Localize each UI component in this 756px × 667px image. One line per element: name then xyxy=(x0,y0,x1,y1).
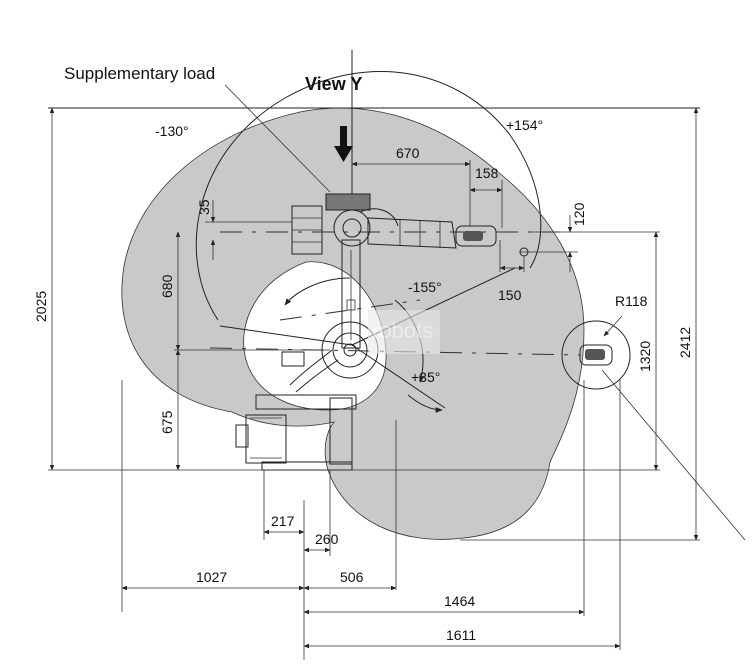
angle-pos154: +154° xyxy=(506,117,543,133)
dim-675: 675 xyxy=(159,410,175,434)
dim-260: 260 xyxy=(315,531,339,547)
dim-217: 217 xyxy=(271,513,295,529)
dim-1027: 1027 xyxy=(196,569,227,585)
dimension-lines xyxy=(48,84,746,660)
dim-506: 506 xyxy=(340,569,364,585)
wrist-home-position xyxy=(579,344,613,366)
dim-1320: 1320 xyxy=(637,341,653,372)
dim-158: 158 xyxy=(475,165,499,181)
view-arc xyxy=(195,71,542,321)
dim-120: 120 xyxy=(571,202,587,226)
watermark-box xyxy=(368,310,440,354)
angle-neg155: -155° xyxy=(408,279,442,295)
dim-1464: 1464 xyxy=(444,593,475,609)
dim-150: 150 xyxy=(498,287,522,303)
wrist-envelope-circle xyxy=(561,320,631,390)
dim-1611: 1611 xyxy=(446,627,476,643)
angle-neg130: -130° xyxy=(155,123,189,139)
dim-680: 680 xyxy=(159,274,175,298)
view-arrow xyxy=(334,126,353,162)
supplementary-load-label: Supplementary load xyxy=(64,64,215,83)
angle-pos35: +35° xyxy=(411,369,440,385)
watermark-text: robots xyxy=(372,318,433,343)
work-envelope xyxy=(121,107,585,540)
dim-35: 35 xyxy=(196,199,212,215)
dim-r118: R118 xyxy=(615,293,648,309)
dim-2412: 2412 xyxy=(677,327,693,358)
dim-2025: 2025 xyxy=(33,291,49,322)
view-y-title: View Y xyxy=(305,74,362,94)
dim-670: 670 xyxy=(396,145,420,161)
